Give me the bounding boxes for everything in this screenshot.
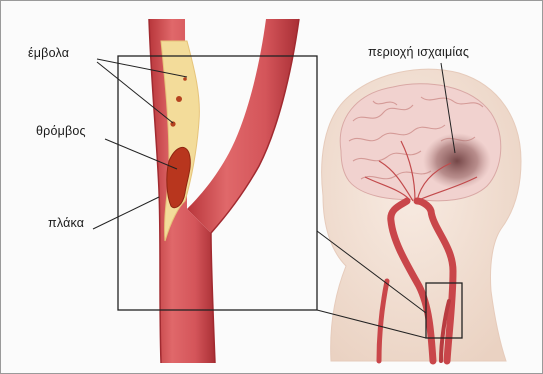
label-emboli: έμβολα (28, 46, 69, 60)
label-plaque: πλάκα (48, 216, 84, 230)
ischemia-area (423, 133, 491, 189)
enlarged-artery (149, 19, 299, 363)
brain (340, 84, 501, 201)
label-thrombus: θρόμβος (36, 124, 86, 138)
label-ischemia-area: περιοχή ισχαιμίας (368, 45, 469, 59)
